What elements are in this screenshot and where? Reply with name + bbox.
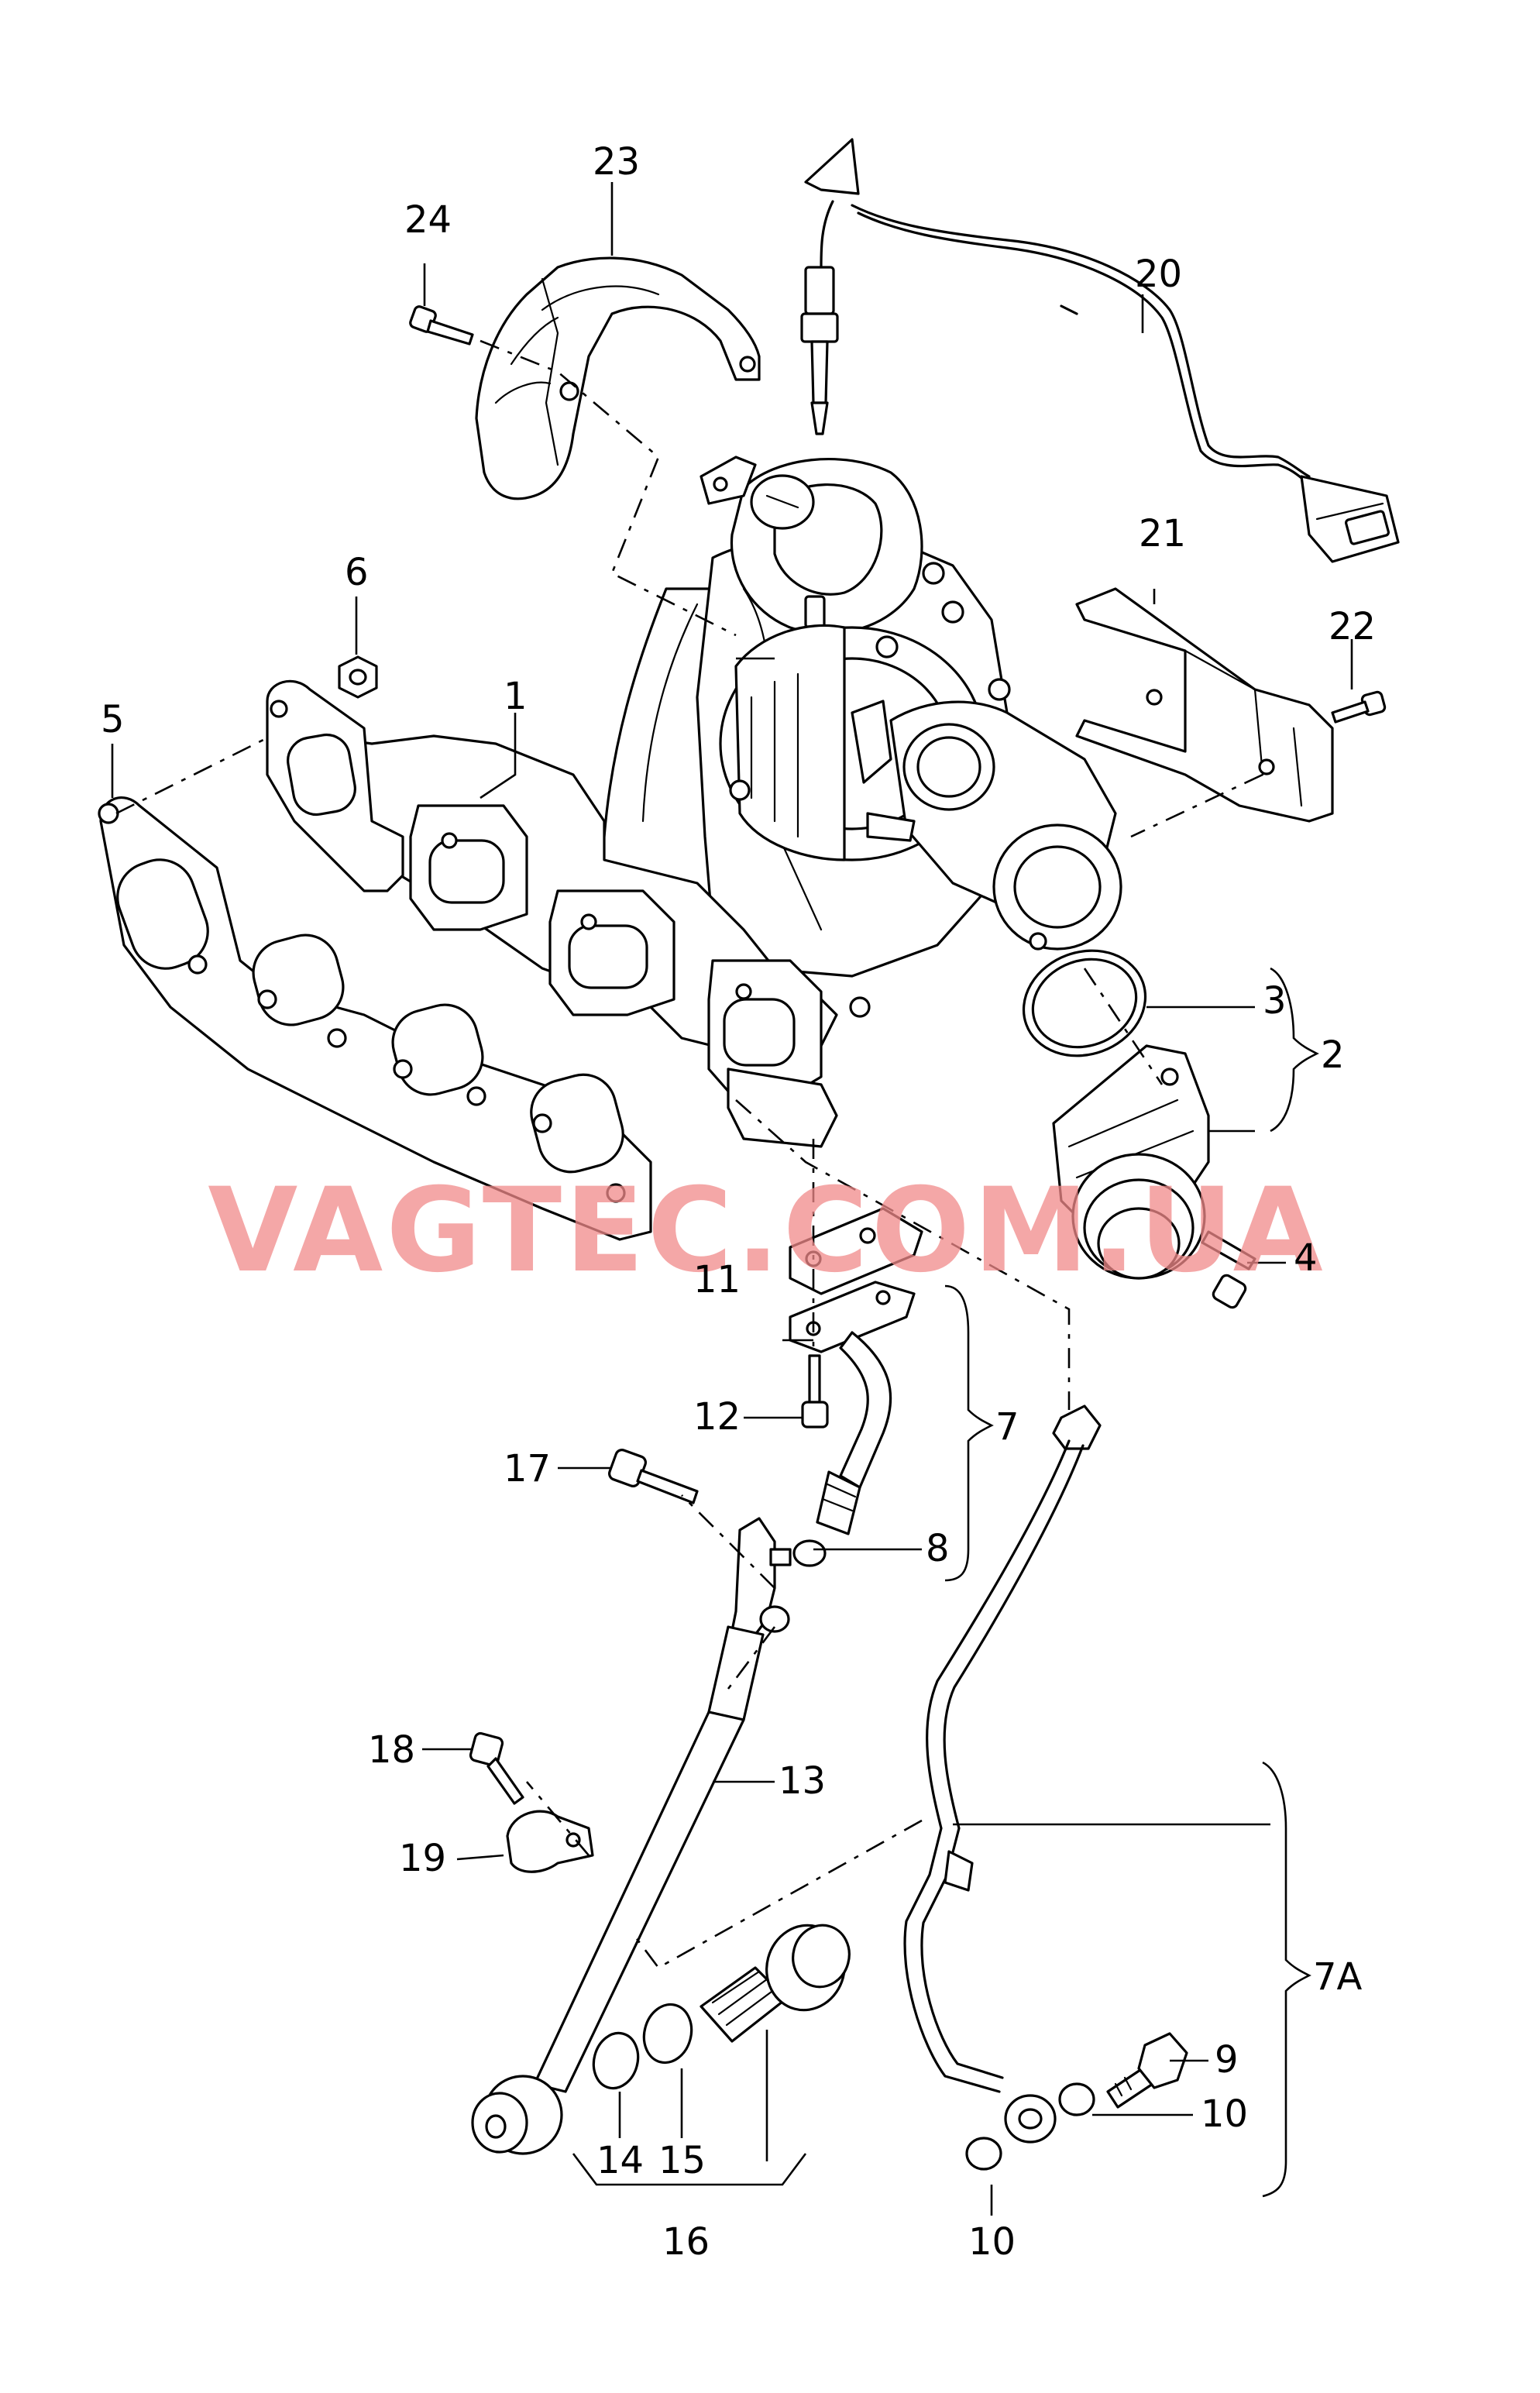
seal-14 (592, 2031, 640, 2090)
callout-9: 9 (1215, 2038, 1239, 2082)
bolt-4 (1201, 1230, 1256, 1309)
bolt-24 (409, 305, 474, 346)
callout-14: 14 (596, 2139, 644, 2182)
callout-16: 16 (662, 2220, 710, 2264)
callout-18: 18 (368, 1728, 415, 1772)
seal-15 (642, 2003, 693, 2065)
callout-3: 3 (1263, 979, 1287, 1023)
callout-6: 6 (345, 551, 369, 594)
banjo-bolt-16 (700, 1924, 851, 2043)
bolt-17 (608, 1449, 699, 1504)
turbocharger (587, 456, 1122, 978)
manifold-gasket (98, 796, 652, 1241)
exhaust-temperature-sensor (800, 138, 1400, 563)
oil-supply-line-7a (903, 1405, 1102, 2171)
callout-17: 17 (504, 1447, 551, 1490)
callout-12: 12 (693, 1395, 741, 1439)
bolt-12 (801, 1354, 829, 1429)
assembly-lines (115, 339, 1263, 1969)
callout-1: 1 (504, 675, 528, 718)
callout-8: 8 (926, 1527, 950, 1570)
callout-labels: 1 2 3 4 5 6 7 7A 8 9 10 10 11 12 13 14 1… (101, 140, 1376, 2264)
seal-8 (792, 1539, 827, 1567)
clamp-19 (506, 1810, 594, 1873)
callout-19: 19 (399, 1837, 446, 1880)
exhaust-manifold (266, 679, 871, 1148)
connector-2 (1052, 1044, 1210, 1280)
callout-22: 22 (1329, 605, 1376, 648)
heat-shield-upper (475, 256, 761, 500)
nut-6 (338, 655, 378, 699)
callout-21: 21 (1139, 512, 1186, 555)
gasket-11 (789, 1207, 923, 1295)
leader-lines (111, 182, 1353, 2216)
callout-5: 5 (101, 698, 125, 741)
bolt-18 (469, 1731, 524, 1805)
o-ring-3 (1022, 949, 1147, 1057)
bolt-22 (1331, 690, 1387, 724)
oil-supply-pipe-7 (789, 1281, 916, 1535)
callout-11: 11 (693, 1258, 741, 1301)
callout-23: 23 (593, 140, 640, 184)
callout-10b: 10 (968, 2220, 1016, 2264)
callout-10a: 10 (1201, 2092, 1248, 2136)
callout-24: 24 (404, 198, 452, 242)
callout-4: 4 (1294, 1236, 1318, 1280)
callout-13: 13 (779, 1759, 826, 1803)
watermark: VAGTEC.COM.UA (208, 1164, 1325, 1298)
callout-20: 20 (1135, 253, 1182, 296)
heat-shield-lower (1075, 587, 1334, 823)
callout-2: 2 (1321, 1033, 1345, 1077)
oil-return-pipe-13 (471, 1517, 792, 2155)
callout-7a: 7A (1313, 1955, 1363, 1999)
callout-15: 15 (658, 2139, 706, 2182)
banjo-bolt-9 (1106, 2032, 1188, 2109)
callout-7: 7 (995, 1405, 1019, 1449)
